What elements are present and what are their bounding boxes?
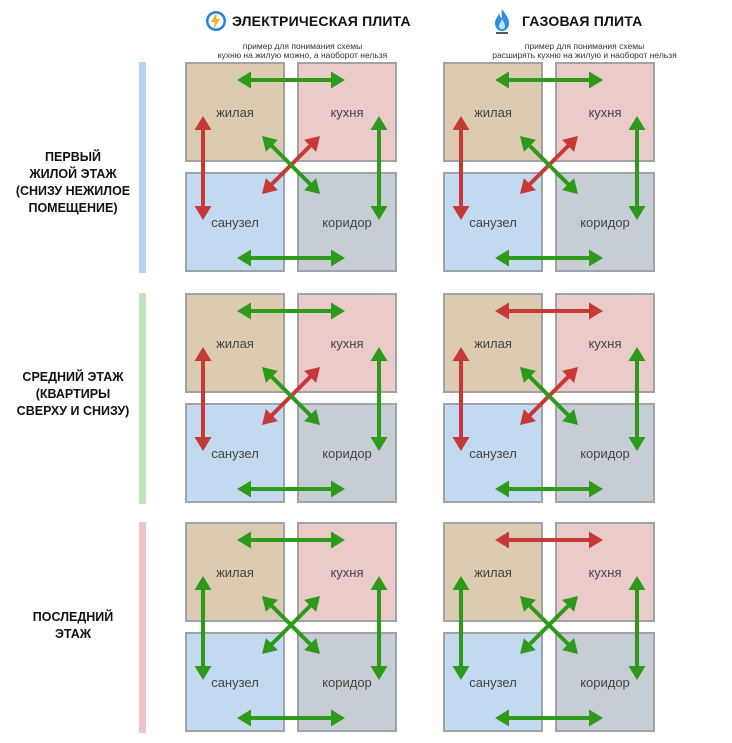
room-living: жилая — [185, 522, 285, 622]
room-corridor: коридор — [555, 632, 655, 732]
room-label: жилая — [474, 335, 512, 351]
room-label: жилая — [216, 335, 254, 351]
room-corridor: коридор — [555, 403, 655, 503]
gas-flame-icon — [495, 9, 509, 34]
room-kitchen: кухня — [555, 62, 655, 162]
room-corridor: коридор — [297, 403, 397, 503]
scheme-grid: жилая кухня санузел коридор — [185, 522, 399, 734]
scheme-grid: жилая кухня санузел коридор — [443, 62, 657, 274]
room-living: жилая — [443, 293, 543, 393]
room-kitchen: кухня — [555, 522, 655, 622]
room-kitchen: кухня — [297, 62, 397, 162]
row-bar-last-floor — [139, 522, 146, 733]
room-label: кухня — [588, 335, 622, 351]
room-bathroom: санузел — [185, 632, 285, 732]
row-label-last-floor: ПОСЛЕДНИЙ ЭТАЖ — [32, 610, 114, 641]
room-label: жилая — [474, 564, 512, 580]
room-label: кухня — [588, 564, 622, 580]
scheme-grid: жилая кухня санузел коридор — [185, 293, 399, 505]
room-label: коридор — [580, 445, 630, 461]
room-label: санузел — [211, 445, 259, 461]
row-bar-middle-floor — [139, 293, 146, 504]
room-label: коридор — [580, 214, 630, 230]
room-label: кухня — [588, 104, 622, 120]
room-bathroom: санузел — [443, 632, 543, 732]
room-label: жилая — [216, 104, 254, 120]
room-kitchen: кухня — [297, 522, 397, 622]
room-label: санузел — [469, 674, 517, 690]
room-bathroom: санузел — [185, 172, 285, 272]
column-note: пример для понимания схемы расширять кух… — [492, 41, 677, 60]
room-label: жилая — [474, 104, 512, 120]
room-bathroom: санузел — [185, 403, 285, 503]
lightning-icon — [206, 11, 226, 31]
scheme-grid: жилая кухня санузел коридор — [443, 522, 657, 734]
column-note: пример для понимания схемы кухню на жилу… — [217, 41, 388, 60]
room-living: жилая — [185, 293, 285, 393]
room-label: санузел — [211, 214, 259, 230]
room-corridor: коридор — [555, 172, 655, 272]
room-label: коридор — [322, 214, 372, 230]
room-label: жилая — [216, 564, 254, 580]
scheme-grid: жилая кухня санузел коридор — [443, 293, 657, 505]
room-living: жилая — [443, 522, 543, 622]
room-corridor: коридор — [297, 172, 397, 272]
room-label: коридор — [580, 674, 630, 690]
room-label: санузел — [469, 214, 517, 230]
room-kitchen: кухня — [555, 293, 655, 393]
column-title: ЭЛЕКТРИЧЕСКАЯ ПЛИТА — [232, 13, 411, 29]
room-label: санузел — [469, 445, 517, 461]
row-label-middle-floor: СРЕДНИЙ ЭТАЖ (КВАРТИРЫ СВЕРХУ И СНИЗУ) — [16, 370, 130, 418]
room-bathroom: санузел — [443, 172, 543, 272]
column-title: ГАЗОВАЯ ПЛИТА — [522, 13, 643, 29]
room-label: коридор — [322, 674, 372, 690]
row-bar-first-floor — [139, 62, 146, 273]
column-header-electric: ЭЛЕКТРИЧЕСКАЯ ПЛИТА пример для понимания… — [205, 8, 411, 60]
room-label: кухня — [330, 564, 364, 580]
room-living: жилая — [443, 62, 543, 162]
room-label: кухня — [330, 104, 364, 120]
room-living: жилая — [185, 62, 285, 162]
scheme-grid: жилая кухня санузел коридор — [185, 62, 399, 274]
room-bathroom: санузел — [443, 403, 543, 503]
room-label: санузел — [211, 674, 259, 690]
row-label-first-floor: ПЕРВЫЙ ЖИЛОЙ ЭТАЖ (СНИЗУ НЕЖИЛОЕ ПОМЕЩЕН… — [15, 150, 131, 215]
column-header-gas: ГАЗОВАЯ ПЛИТА пример для понимания схемы… — [492, 8, 692, 60]
room-label: коридор — [322, 445, 372, 461]
room-corridor: коридор — [297, 632, 397, 732]
room-kitchen: кухня — [297, 293, 397, 393]
room-label: кухня — [330, 335, 364, 351]
